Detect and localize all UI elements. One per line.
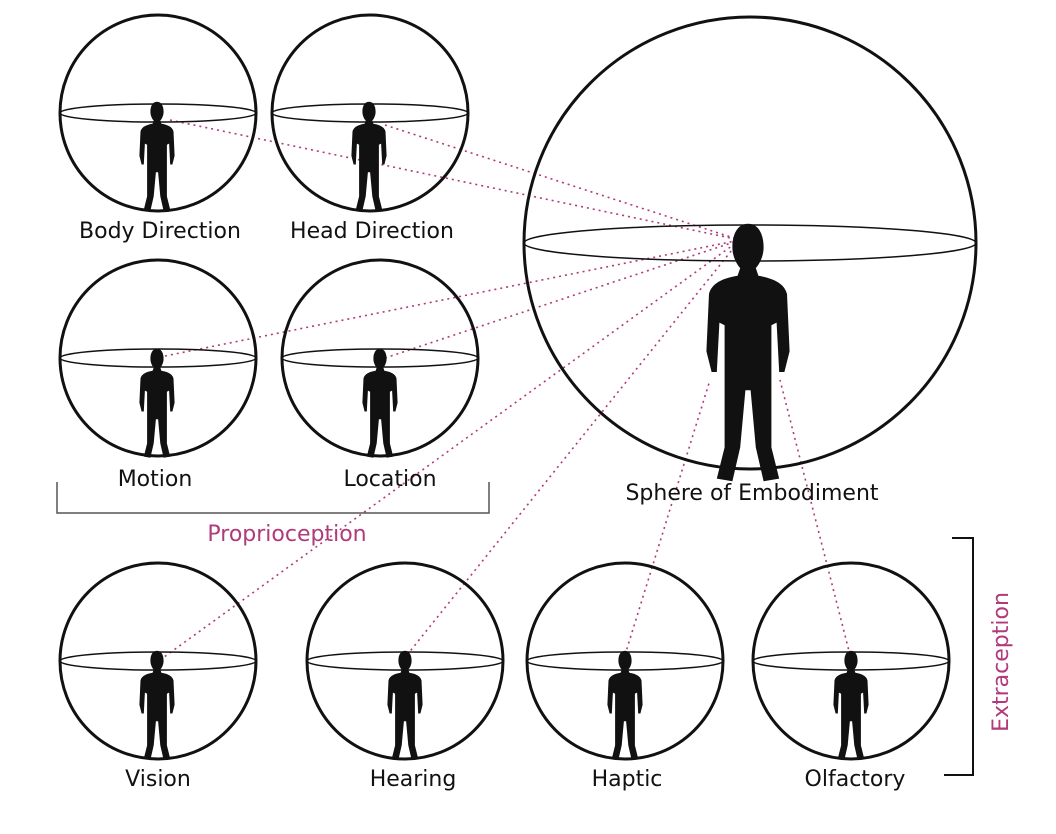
person-icon: [139, 101, 175, 211]
connector-olfactory: [779, 379, 851, 656]
sphere-motion: Motion: [58, 258, 258, 492]
proprioception-group: Proprioception: [56, 482, 490, 547]
label-haptic: Haptic: [592, 767, 663, 792]
sphere-embodiment: Sphere of Embodiment: [522, 15, 978, 506]
sphere-vision: Vision: [58, 561, 258, 792]
label-embodiment: Sphere of Embodiment: [625, 481, 878, 506]
extraception-bracket: [944, 537, 974, 776]
connector-head-direction: [384, 124, 741, 241]
sphere-haptic: Haptic: [525, 561, 725, 792]
sphere-location: Location: [280, 258, 480, 492]
person-icon: [607, 650, 643, 760]
sphere-hearing: Hearing: [305, 561, 505, 792]
sphere-head-direction: Head Direction: [270, 13, 470, 244]
sphere-body-direction: Body Direction: [58, 13, 258, 244]
label-head-direction: Head Direction: [290, 219, 454, 244]
label-location: Location: [343, 467, 436, 492]
extraception-group: Extraception: [944, 537, 1014, 776]
proprioception-bracket: [56, 482, 490, 514]
connector-haptic: [624, 379, 711, 656]
label-motion: Motion: [118, 467, 193, 492]
connection-lines: [159, 119, 851, 661]
person-icon: [833, 650, 869, 760]
person-icon: [351, 101, 387, 211]
label-olfactory: Olfactory: [805, 767, 906, 792]
label-extraception: Extraception: [989, 592, 1014, 732]
label-body-direction: Body Direction: [79, 219, 241, 244]
sphere-olfactory: Olfactory: [751, 561, 951, 792]
label-hearing: Hearing: [370, 767, 457, 792]
person-icon: [387, 650, 423, 760]
connector-hearing: [406, 239, 741, 656]
person-icon: [139, 650, 175, 760]
person-icon: [139, 348, 175, 458]
connector-motion: [164, 239, 741, 357]
label-vision: Vision: [125, 767, 191, 792]
person-icon: [706, 223, 790, 482]
connector-vision: [159, 239, 741, 661]
connector-location: [384, 239, 741, 359]
label-proprioception: Proprioception: [207, 522, 366, 547]
person-icon: [362, 348, 398, 458]
connector-body-direction: [169, 119, 741, 241]
